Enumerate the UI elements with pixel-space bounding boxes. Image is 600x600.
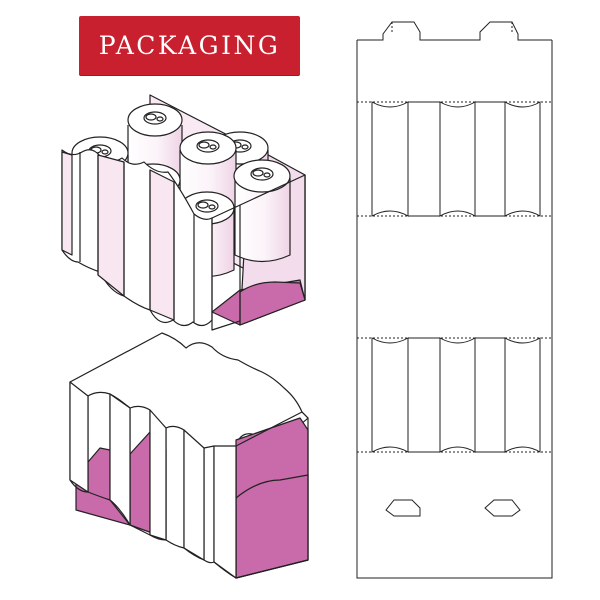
dieline-top-tabs [357,21,552,41]
dieline-outer-border [356,40,553,579]
dieline-upper-cutouts [371,101,541,217]
title-banner: PACKAGING [79,16,300,75]
dieline-bottom-slots [385,499,521,517]
can-middle-right [233,159,291,263]
dieline-lower-cutouts [371,337,541,453]
packed-box-with-cans [61,94,306,331]
empty-open-box [69,332,309,579]
front-wall-panel-2 [97,154,125,297]
front-wall-panel-1 [61,151,73,256]
box-right-side-fill [239,281,306,326]
flat-dieline [356,21,553,579]
page-title: PACKAGING [98,31,281,60]
empty-box-right-wall [235,411,309,579]
front-wall-panel-3 [149,169,175,321]
empty-box-front-bottom-edge [69,479,309,579]
